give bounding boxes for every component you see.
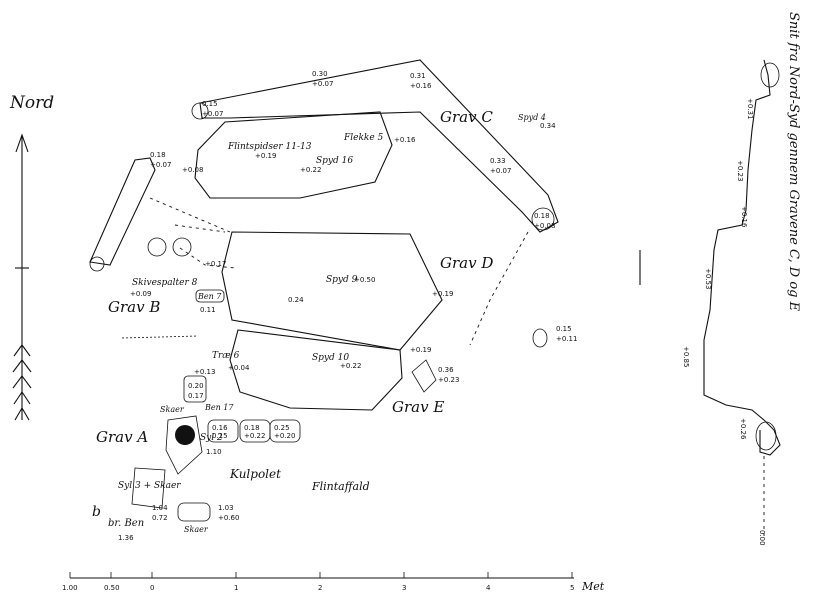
svg-text:+0.08: +0.08 [534,222,555,230]
profile-value-2: +0.16 [740,206,748,228]
find-skaer-1: Skaer [160,405,185,414]
scale-tick-1: 0.50 [104,584,120,592]
svg-text:0.15: 0.15 [212,432,228,440]
find-spyd-4: Spyd 4 [518,113,546,122]
grave-e-outline [229,329,403,411]
svg-text:+0.19: +0.19 [410,346,431,354]
north-label: Nord [9,93,54,113]
scale-tick-0: 1.00 [62,584,78,592]
svg-text:0.15: 0.15 [556,325,572,333]
svg-text:+0.50: +0.50 [354,276,375,284]
svg-text:0.24: 0.24 [288,296,304,304]
svg-text:0.16: 0.16 [212,424,228,432]
grave-b-outline [89,157,156,266]
small-features [89,102,555,522]
cross-section-profile: +0.31 +0.23 +0.16 +0.53 +0.85 +0.26 0.00… [682,12,801,546]
svg-text:0.31: 0.31 [410,72,426,80]
svg-text:+0.08: +0.08 [182,166,203,174]
svg-text:+0.11: +0.11 [556,335,577,343]
profile-value-4: +0.85 [682,346,690,367]
profile-value-1: +0.23 [736,160,744,181]
scale-tick-6: 4 [486,584,491,592]
profile-value-0: +0.31 [746,98,754,119]
grave-c-label: Grav C [440,108,493,126]
find-spyd-9: Spyd 9 [326,275,358,285]
find-trae-6: Træ 6 [212,351,240,361]
profile-value-5: +0.26 [739,418,747,440]
svg-text:+0.09: +0.09 [130,290,151,298]
svg-text:+0.19: +0.19 [255,152,276,160]
svg-text:0.72: 0.72 [152,514,168,522]
svg-text:1.04: 1.04 [152,504,168,512]
svg-text:0.18: 0.18 [534,212,550,220]
scale-unit: Met [581,580,605,593]
grave-a-label: Grav A [96,428,148,446]
find-syl-3: Syl 3 + Skaer [118,481,181,491]
svg-text:+0.07: +0.07 [490,167,511,175]
svg-text:0.18: 0.18 [150,151,166,159]
grave-e-label: Grav E [392,398,444,416]
find-b: b [92,504,101,520]
svg-text:+0.17: +0.17 [205,260,226,268]
find-ben-7: Ben 7 [197,292,222,301]
svg-text:+0.22: +0.22 [340,362,361,370]
find-labels: Flintspidser 11-13 Flekke 5 Spyd 4 Spyd … [92,113,546,534]
svg-text:+0.16: +0.16 [394,136,416,144]
svg-text:0.15: 0.15 [202,100,218,108]
grave-a-blackened-find [175,425,195,445]
profile-value-3: +0.53 [704,268,712,289]
svg-text:0.18: 0.18 [244,424,260,432]
find-skaer-2: Skaer [184,525,209,534]
find-ben-17: Ben 17 [204,403,234,412]
profile-value-6: 0.00 [758,530,766,546]
svg-text:+0.04: +0.04 [228,364,250,372]
svg-text:+0.60: +0.60 [218,514,239,522]
find-syl-2: Syl 2 [200,433,223,443]
svg-text:+0.13: +0.13 [194,368,215,376]
profile-title: Snit fra Nord-Syd gennem Gravene C, D og… [786,12,801,312]
svg-text:1.03: 1.03 [218,504,234,512]
find-flekke: Flekke 5 [343,133,384,143]
find-flintspidser: Flintspidser 11-13 [227,142,312,152]
svg-text:+0.22: +0.22 [300,166,321,174]
svg-text:0.36: 0.36 [438,366,454,374]
scale-tick-7: 5 [570,584,574,592]
find-spyd-10: Spyd 10 [312,353,349,363]
svg-text:+0.07: +0.07 [150,161,171,169]
scale-tick-5: 3 [402,584,406,592]
north-arrow: Nord [9,93,54,421]
find-kulpolet: Kulpolet [229,467,281,481]
svg-text:0.25: 0.25 [274,424,290,432]
elevation-readings: 0.30 +0.07 0.31 +0.16 0.15 +0.07 0.34 +0… [118,70,577,542]
find-flintaffald: Flintaffald [311,480,370,493]
svg-text:0.34: 0.34 [540,122,556,130]
svg-text:+0.16: +0.16 [410,82,432,90]
scale-tick-3: 1 [234,584,238,592]
grave-b-label: Grav B [108,298,160,316]
svg-text:+0.23: +0.23 [438,376,459,384]
svg-text:0.11: 0.11 [200,306,216,314]
scale-bar: 1.00 0.50 0 1 2 3 4 5 Met [62,572,605,593]
svg-text:0.20: 0.20 [188,382,204,390]
find-spyd-16: Spyd 16 [316,156,353,166]
grave-c-outline [194,59,559,233]
scale-tick-2: 0 [150,584,154,592]
svg-text:0.17: 0.17 [188,392,204,400]
find-br-ben: br. Ben [108,518,144,529]
svg-text:+0.20: +0.20 [274,432,295,440]
grave-d-label: Grav D [440,254,493,272]
svg-text:0.30: 0.30 [312,70,328,78]
svg-text:+0.07: +0.07 [202,110,223,118]
svg-text:1.10: 1.10 [206,448,222,456]
svg-text:+0.07: +0.07 [312,80,333,88]
find-skivespalter: Skivespalter 8 [132,278,198,288]
dashed-connectors [149,197,529,346]
svg-text:1.36: 1.36 [118,534,134,542]
svg-text:+0.22: +0.22 [244,432,265,440]
svg-text:+0.19: +0.19 [432,290,453,298]
scale-tick-4: 2 [318,584,322,592]
svg-text:0.33: 0.33 [490,157,506,165]
